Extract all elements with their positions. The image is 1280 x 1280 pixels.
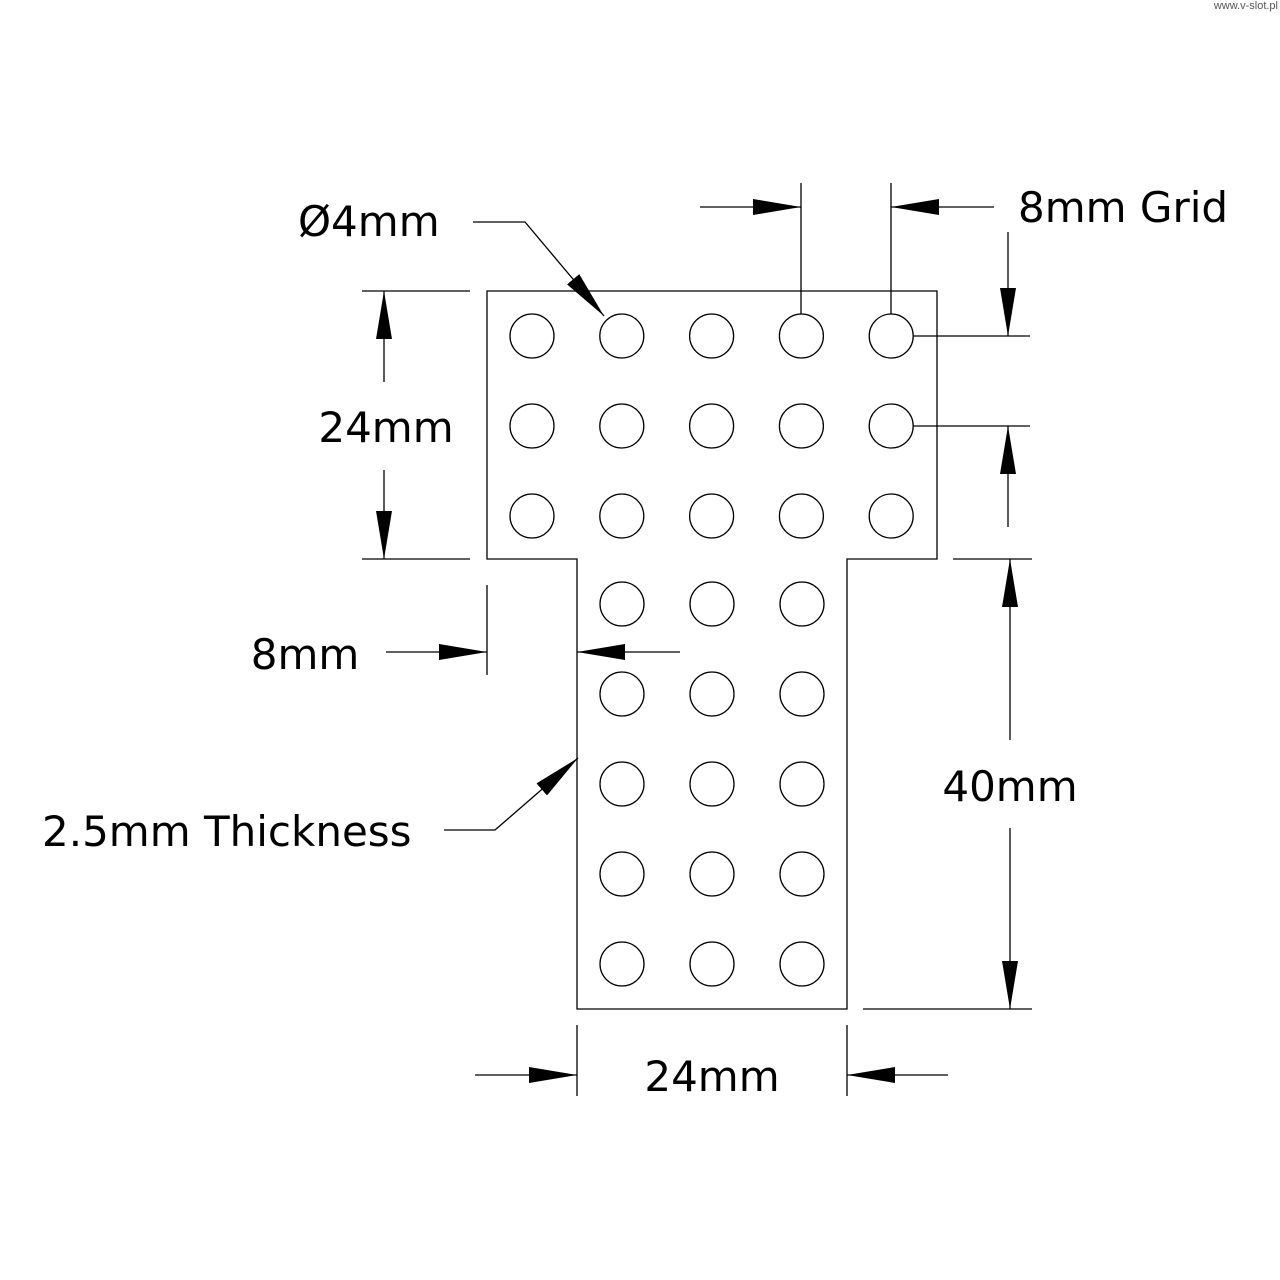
- offset-label: 8mm: [251, 630, 360, 679]
- offset-dimension: 8mm: [251, 585, 680, 679]
- stem-height-label: 40mm: [942, 762, 1077, 811]
- hole: [599, 941, 645, 987]
- stem-width-dimension: 24mm: [475, 1025, 948, 1101]
- grid-dimension: 8mm Grid: [700, 183, 1228, 527]
- hole: [778, 313, 825, 359]
- hole: [868, 313, 914, 359]
- hole: [779, 671, 825, 717]
- hole: [599, 493, 645, 539]
- hole: [689, 761, 735, 807]
- grid-label: 8mm Grid: [1018, 183, 1228, 232]
- hole: [689, 581, 735, 627]
- plate-outline: [486, 290, 938, 1010]
- top-height-dimension: 24mm: [318, 290, 470, 560]
- hole: [509, 313, 555, 359]
- hole-diameter-label: Ø4mm: [298, 197, 440, 246]
- hole: [778, 493, 825, 539]
- thickness-leader: 2.5mm Thickness: [42, 757, 579, 856]
- hole: [779, 761, 825, 807]
- hole: [599, 851, 645, 897]
- watermark: www.v-slot.pl: [1213, 0, 1278, 12]
- hole: [689, 851, 735, 897]
- hole: [599, 313, 645, 359]
- hole: [688, 313, 735, 359]
- hole: [509, 493, 555, 539]
- diameter-leader: Ø4mm: [298, 197, 605, 317]
- top-height-label: 24mm: [318, 403, 453, 452]
- hole: [599, 581, 645, 627]
- hole: [779, 941, 825, 987]
- hole: [868, 403, 914, 449]
- hole: [599, 761, 645, 807]
- hole: [778, 403, 825, 449]
- stem-height-dimension: 40mm: [863, 558, 1078, 1010]
- hole: [599, 671, 645, 717]
- hole: [779, 851, 825, 897]
- hole: [779, 581, 825, 627]
- stem-width-label: 24mm: [644, 1052, 779, 1101]
- thickness-label: 2.5mm Thickness: [42, 807, 412, 856]
- hole: [599, 403, 645, 449]
- hole-grid: [509, 313, 914, 987]
- hole: [688, 403, 735, 449]
- hole: [689, 941, 735, 987]
- hole: [868, 493, 914, 539]
- hole: [689, 671, 735, 717]
- hole: [509, 403, 555, 449]
- hole: [688, 493, 735, 539]
